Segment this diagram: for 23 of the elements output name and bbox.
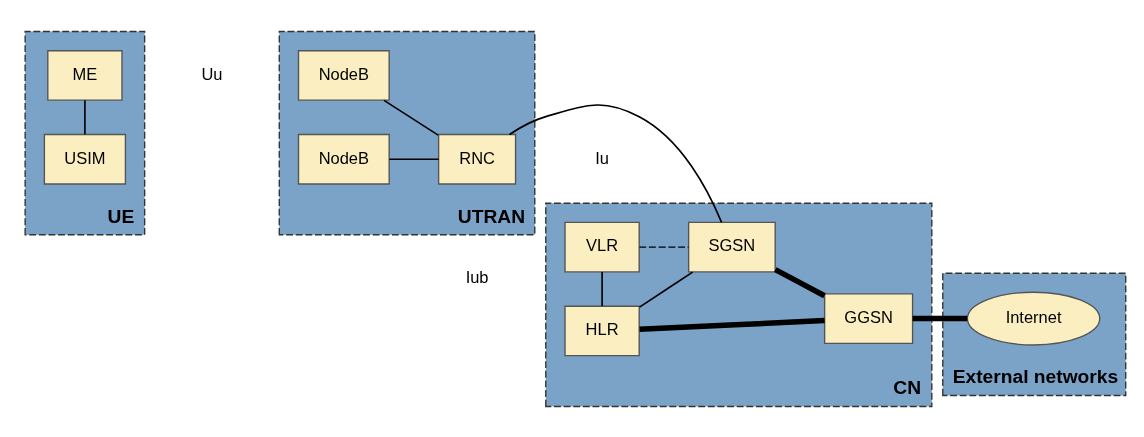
node-ellipse: Internet <box>966 291 1101 346</box>
label: Iu <box>595 148 609 166</box>
connector <box>638 270 694 308</box>
label: Uu <box>201 64 223 83</box>
node-box: GGSN <box>823 292 914 344</box>
node-box: ME <box>47 49 123 101</box>
connector <box>638 245 690 248</box>
connector <box>601 270 603 307</box>
node-box: NodeB <box>297 133 390 185</box>
node-box: NodeB <box>297 49 390 101</box>
label: Iub <box>465 267 489 286</box>
node-box: RNC <box>437 133 517 185</box>
connector <box>84 98 86 135</box>
node-box: HLR <box>564 305 640 356</box>
node-box: SGSN <box>687 221 776 273</box>
connector <box>912 315 968 321</box>
connector <box>639 317 825 332</box>
connector <box>383 99 439 136</box>
connector <box>508 103 723 223</box>
node-box: USIM <box>43 133 127 185</box>
connector <box>388 157 440 160</box>
connector <box>774 266 826 298</box>
node-box: VLR <box>564 221 640 273</box>
